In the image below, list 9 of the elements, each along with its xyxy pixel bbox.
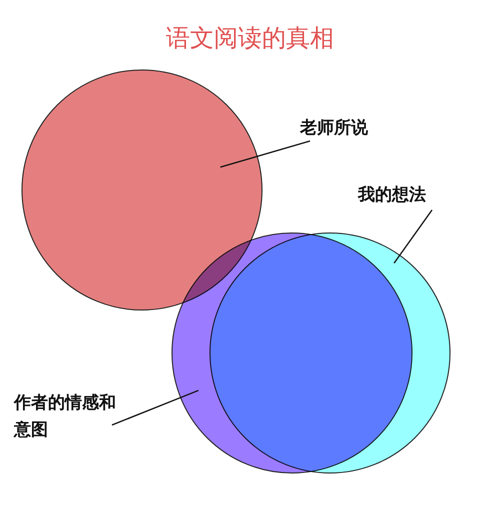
leader-line [112,390,199,426]
venn-circle [22,70,262,310]
venn-label: 老师所说 [300,115,420,142]
venn-circle [172,232,412,474]
venn-label: 我的想法 [358,182,458,210]
leader-line [394,210,433,264]
venn-label: 作者的情感和意图 [14,390,124,444]
leader-line [220,140,310,168]
diagram-title: 语文阅读的真相 [165,23,335,54]
